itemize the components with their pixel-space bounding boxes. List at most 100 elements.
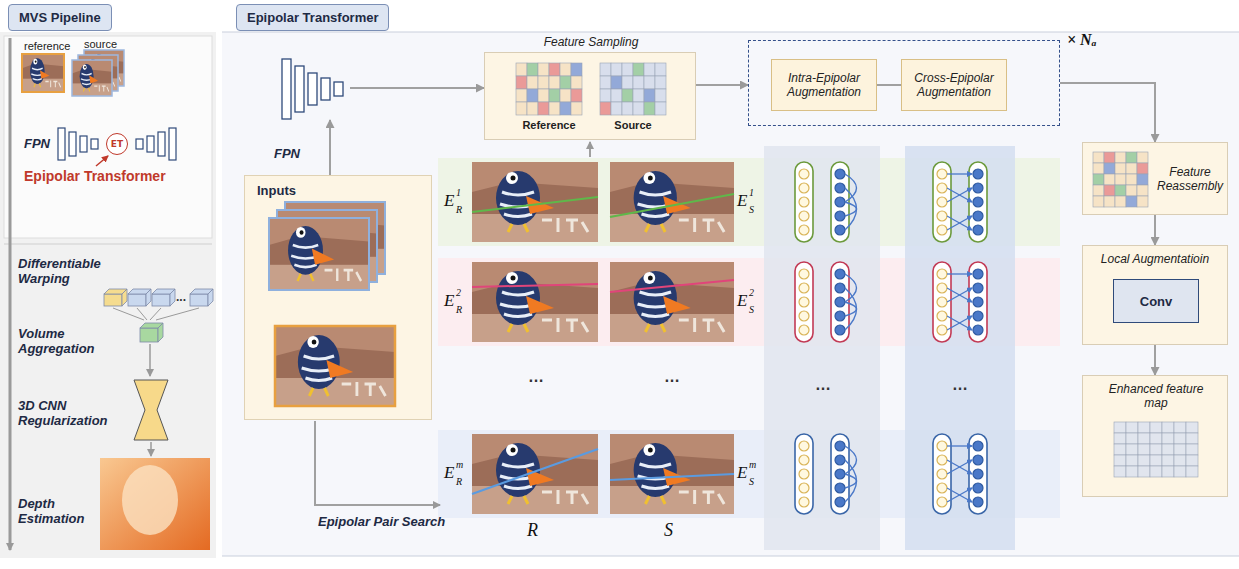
fpn-bar (169, 128, 176, 160)
token (835, 441, 845, 451)
token (835, 469, 845, 479)
merge-line (156, 308, 199, 320)
flow-connector (350, 87, 484, 89)
token (937, 269, 947, 279)
token (973, 197, 983, 207)
feature-cell (600, 76, 611, 89)
token (937, 197, 947, 207)
attention-link (947, 488, 972, 502)
fpn-bar (295, 66, 304, 112)
epipolar-line (472, 197, 598, 212)
reference-photo (472, 262, 598, 342)
feature-cell (527, 102, 538, 115)
feature-cell (633, 89, 644, 102)
cube-side (122, 289, 127, 306)
attention-link (947, 216, 972, 230)
annotation-label: m (456, 460, 463, 470)
feature-cell (538, 76, 549, 89)
attention-arc (845, 460, 857, 502)
attention-link (947, 316, 972, 330)
feature-cell (1138, 455, 1150, 466)
token (799, 455, 809, 465)
token (835, 497, 845, 507)
source-photo (269, 218, 369, 290)
merge-line (113, 308, 144, 320)
feature-cell (600, 102, 611, 115)
fpn-bar (91, 139, 98, 149)
feature-cell (1115, 152, 1126, 163)
feature-cell (622, 76, 633, 89)
annotation-label: 3D CNN Regularization (18, 398, 114, 428)
feature-cell (1174, 455, 1186, 466)
feature-cell (633, 102, 644, 115)
source-photo (72, 60, 112, 96)
reference-photo (22, 54, 64, 92)
cube-face (140, 328, 158, 342)
feature-cell (1137, 174, 1148, 185)
feature-cell (1114, 444, 1126, 455)
feature-cell (516, 63, 527, 76)
fpn-bar (147, 136, 154, 152)
feature-cell (611, 102, 622, 115)
flow-connector (1154, 345, 1156, 375)
token (973, 211, 983, 221)
epipolar-line (472, 449, 598, 494)
token (937, 297, 947, 307)
token (835, 183, 845, 193)
node-box: Local AugmentatioinConv (1082, 245, 1228, 345)
feature-cell (1093, 196, 1104, 207)
feature-cell (560, 76, 571, 89)
token (799, 197, 809, 207)
feature-cell (571, 63, 582, 76)
feature-cell (1114, 466, 1126, 477)
token (937, 283, 947, 293)
pipeline-icons (104, 289, 213, 456)
attention-link (947, 216, 972, 230)
feature-cell (622, 89, 633, 102)
token (973, 455, 983, 465)
token (799, 169, 809, 179)
feature-cell (571, 89, 582, 102)
fpn-bar (321, 78, 330, 100)
flow-connector (329, 120, 331, 175)
feature-cell (1138, 422, 1150, 433)
block-name: FPN (274, 146, 300, 161)
feature-cell (655, 89, 666, 102)
flow-connector (877, 84, 901, 86)
flow-arrow (589, 142, 591, 157)
token (973, 297, 983, 307)
feature-cell (1137, 185, 1148, 196)
annotation-label: Volume Aggregation (18, 326, 114, 356)
node-box: Conv (1113, 279, 1199, 323)
reference-photo (472, 162, 598, 242)
node-illustration (245, 176, 433, 421)
token (835, 297, 845, 307)
annotation-label: E (737, 464, 747, 481)
attention-arc (845, 202, 857, 216)
volume-cube (152, 289, 175, 306)
epipolar-line (610, 474, 734, 480)
fpn-bar (136, 139, 143, 149)
feature-cell (655, 76, 666, 89)
leader-line (96, 156, 108, 166)
token (937, 469, 947, 479)
reference-photo (472, 434, 598, 514)
feature-cell (1186, 422, 1198, 433)
token (937, 325, 947, 335)
annotation-label: S (749, 477, 754, 487)
left-panel-ground (0, 32, 216, 558)
flow-connector (696, 84, 748, 86)
token (799, 311, 809, 321)
token (973, 483, 983, 493)
annotation-label: 1 (749, 188, 754, 198)
pipeline-arrow (9, 38, 12, 550)
right-panel-ground (222, 32, 1239, 556)
attention-link (947, 316, 972, 330)
feature-cell (549, 102, 560, 115)
feature-cell (1126, 466, 1138, 477)
feature-cell (1093, 163, 1104, 174)
token (799, 211, 809, 221)
merge-line (150, 308, 161, 320)
attention-link (947, 460, 972, 474)
epipolar-line (610, 280, 734, 292)
